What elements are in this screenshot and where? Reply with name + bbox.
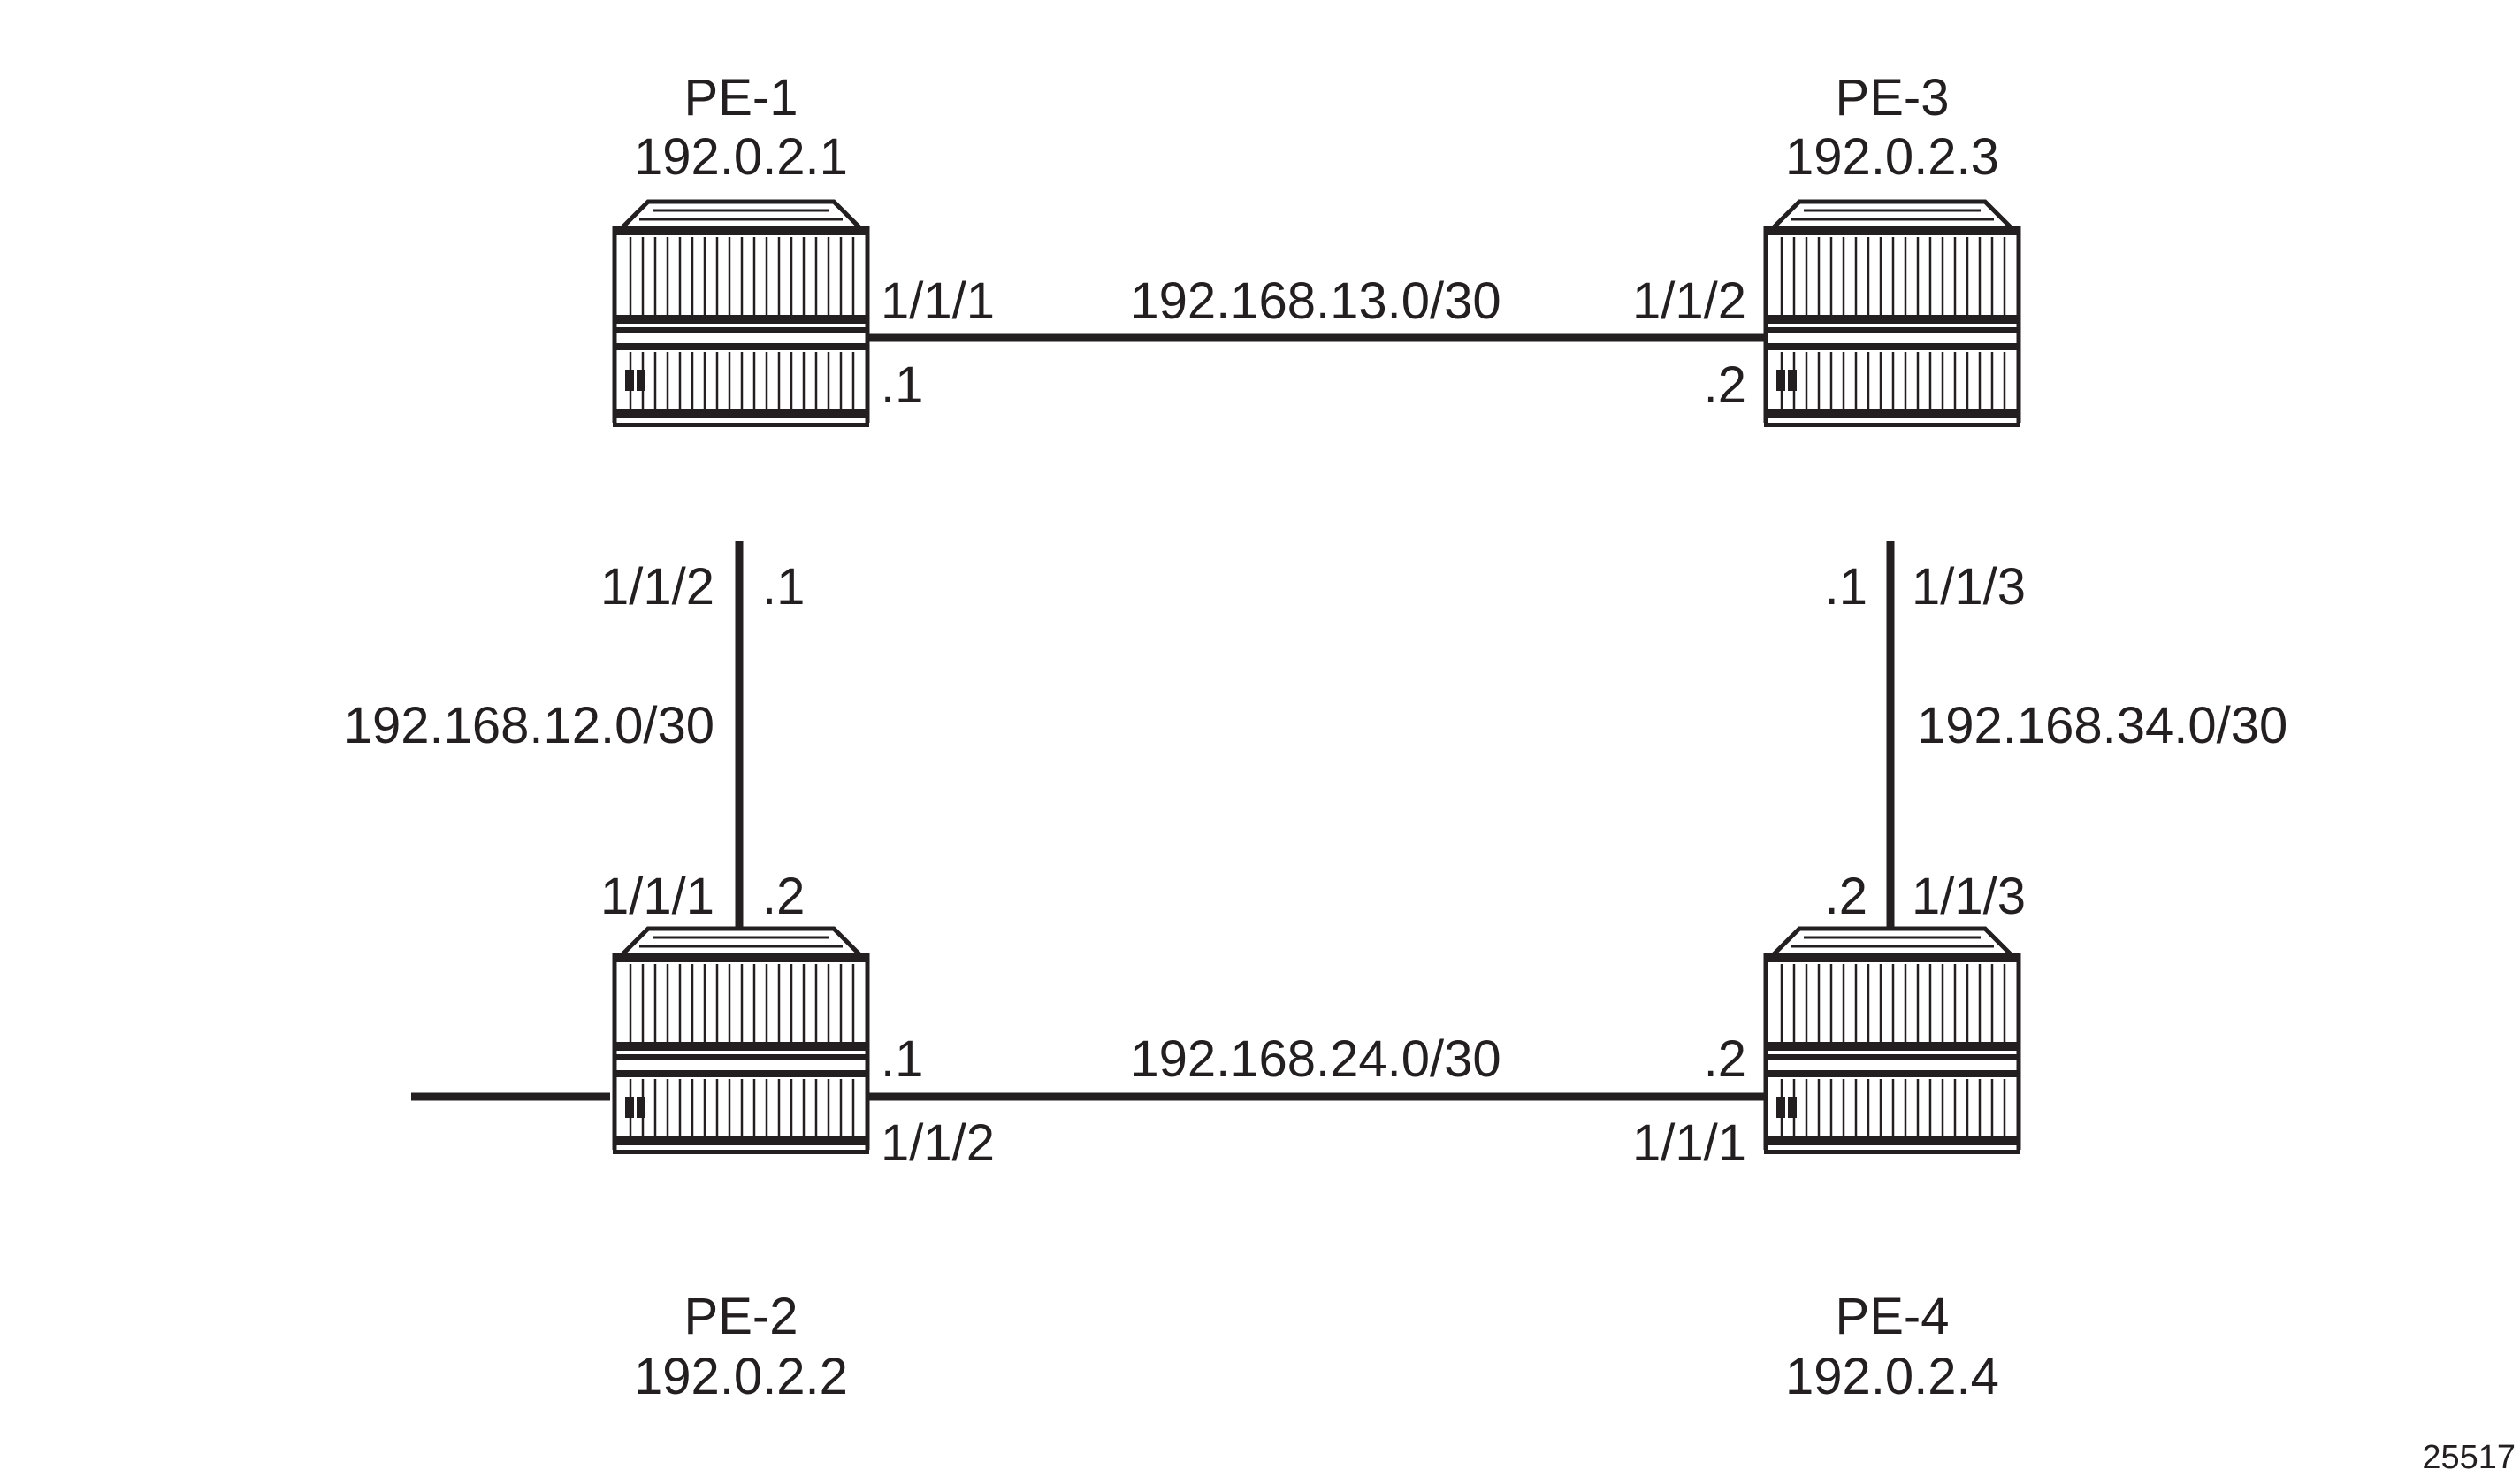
- pe1-host-to-pe3: .1: [881, 356, 923, 414]
- pe1-port-to-pe2: 1/1/2: [600, 558, 714, 616]
- router-pe4-name: PE-4: [1836, 1288, 1950, 1345]
- pe2-port-to-pe1: 1/1/1: [600, 868, 714, 925]
- router-pe1-ip: 192.0.2.1: [634, 128, 848, 186]
- router-pe2: [613, 929, 869, 1154]
- router-pe2-icon: [613, 929, 869, 1154]
- router-pe3-icon: [1764, 202, 2020, 427]
- pe2-port-to-pe4: 1/1/2: [881, 1114, 995, 1172]
- pe3-pe4-subnet: 192.168.34.0/30: [1917, 697, 2287, 754]
- pe3-host-to-pe4: .1: [1825, 558, 1867, 616]
- pe1-pe2-subnet: 192.168.12.0/30: [344, 697, 714, 754]
- figure-id: 25517: [2422, 1439, 2516, 1476]
- router-pe2-ip: 192.0.2.2: [634, 1348, 848, 1405]
- router-pe4: [1764, 929, 2020, 1154]
- router-pe1-name: PE-1: [684, 69, 798, 126]
- pe1-port-to-pe3: 1/1/1: [881, 272, 995, 330]
- router-pe1: [613, 202, 869, 427]
- pe3-port-to-pe1: 1/1/2: [1632, 272, 1746, 330]
- router-pe1-icon: [613, 202, 869, 427]
- pe1-host-to-pe2: .1: [762, 558, 805, 616]
- router-pe4-ip: 192.0.2.4: [1785, 1348, 1999, 1405]
- pe4-port-to-pe2: 1/1/1: [1632, 1114, 1746, 1172]
- pe4-host-to-pe2: .2: [1704, 1030, 1746, 1088]
- pe1-pe3-subnet: 192.168.13.0/30: [1130, 272, 1501, 330]
- pe2-host-to-pe4: .1: [881, 1030, 923, 1088]
- pe2-host-to-pe1: .2: [762, 868, 805, 925]
- pe3-host-to-pe1: .2: [1704, 356, 1746, 414]
- router-pe3-ip: 192.0.2.3: [1785, 128, 1999, 186]
- pe3-port-to-pe4: 1/1/3: [1912, 558, 2026, 616]
- router-pe2-name: PE-2: [684, 1288, 798, 1345]
- router-pe3-name: PE-3: [1836, 69, 1950, 126]
- router-pe4-icon: [1764, 929, 2020, 1154]
- pe4-host-to-pe3: .2: [1825, 868, 1867, 925]
- router-pe3: [1764, 202, 2020, 427]
- pe4-port-to-pe3: 1/1/3: [1912, 868, 2026, 925]
- pe2-pe4-subnet: 192.168.24.0/30: [1130, 1030, 1501, 1088]
